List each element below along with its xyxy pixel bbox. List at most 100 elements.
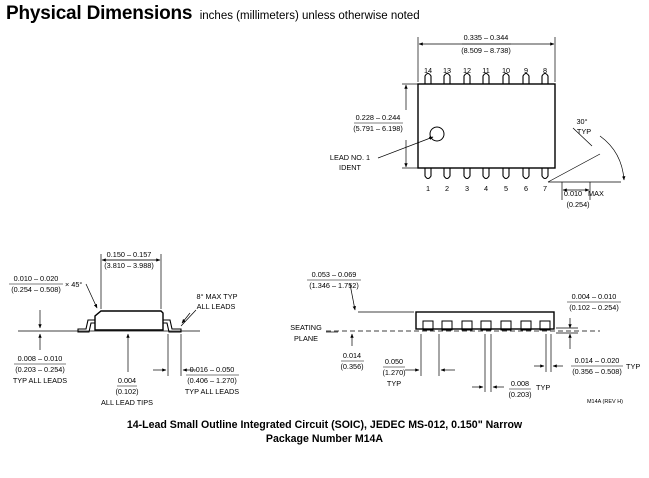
angle-typ: TYP xyxy=(577,127,591,136)
lead1-ident: IDENT xyxy=(339,163,361,172)
top-pin-number: 11 xyxy=(482,66,490,75)
standoff-inch: 0.004 – 0.010 xyxy=(572,292,617,301)
standoff-mm: (0.102 – 0.254) xyxy=(569,303,619,312)
tip-mm: (0.102) xyxy=(115,387,138,396)
bottom-pin-number: 7 xyxy=(543,184,547,193)
height-mm: (1.346 – 1.752) xyxy=(309,281,359,290)
package-body-top xyxy=(417,83,556,169)
front-leads xyxy=(422,320,551,331)
page-subtitle: inches (millimeters) unless otherwise no… xyxy=(199,10,420,22)
angle-value: 30° xyxy=(576,117,587,126)
front-lead xyxy=(441,320,453,331)
bottom-pin-number: 1 xyxy=(426,184,430,193)
seating-label: SEATING xyxy=(290,323,322,332)
right-gull-lead xyxy=(163,319,182,333)
height-inch: 0.053 – 0.069 xyxy=(312,270,357,279)
bottom-lead xyxy=(443,168,451,180)
thickness-note: TYP ALL LEADS xyxy=(13,376,67,385)
top-pin-number: 9 xyxy=(524,66,528,75)
front-lead xyxy=(500,320,512,331)
pin1-indicator xyxy=(429,126,445,142)
pitch-inch: 0.050 xyxy=(385,357,403,366)
bottom-lead xyxy=(482,168,490,180)
top-lead xyxy=(522,72,530,84)
front-lead xyxy=(480,320,492,331)
front-lead xyxy=(539,320,551,331)
tip-inch: 0.004 xyxy=(118,376,136,385)
revision-label: M14A (REV H) xyxy=(587,399,623,405)
lead-angle-leads: ALL LEADS xyxy=(197,302,236,311)
bottom-lead xyxy=(424,168,432,180)
max-mm: (0.254) xyxy=(566,200,589,209)
foot-note: TYP ALL LEADS xyxy=(185,387,239,396)
bottom-pin-number: 2 xyxy=(445,184,449,193)
caption-line-2: Package Number M14A xyxy=(265,433,384,445)
lead-thickness-typ: TYP xyxy=(536,383,550,392)
chamfer-leader xyxy=(85,283,98,309)
lead-angle-leader xyxy=(181,312,191,324)
top-leads xyxy=(424,72,549,84)
seat-inch: 0.014 xyxy=(343,351,361,360)
bottom-pin-number: 6 xyxy=(524,184,528,193)
bottom-leads xyxy=(424,168,549,180)
height-arrow-top xyxy=(349,283,356,311)
bottom-pin-number: 5 xyxy=(504,184,508,193)
page-title: Physical Dimensions xyxy=(6,3,193,24)
pitch-typ: TYP xyxy=(387,379,401,388)
length-inch: 0.335 – 0.344 xyxy=(464,33,509,42)
chamfer-angle: × 45° xyxy=(65,280,82,289)
thickness-inch: 0.008 – 0.010 xyxy=(18,354,63,363)
top-lead xyxy=(443,72,451,84)
length-mm: (8.509 – 8.738) xyxy=(461,46,511,55)
seat-mm: (0.356) xyxy=(340,362,363,371)
bottom-lead xyxy=(522,168,530,180)
package-body-side xyxy=(94,310,164,331)
top-lead xyxy=(463,72,471,84)
thickness-mm: (0.203 – 0.254) xyxy=(15,365,65,374)
bottom-pin-labels: 1 2 3 4 5 6 7 xyxy=(426,184,547,193)
bottom-pin-number: 3 xyxy=(465,184,469,193)
top-pin-number: 14 xyxy=(424,66,432,75)
lead-width-typ: TYP xyxy=(626,362,640,371)
top-lead xyxy=(482,72,490,84)
caption-line-1: 14-Lead Small Outline Integrated Circuit… xyxy=(126,419,523,431)
front-lead xyxy=(520,320,532,331)
top-lead xyxy=(502,72,510,84)
front-lead xyxy=(461,320,473,331)
side-view-left xyxy=(18,254,200,376)
top-pin-number: 8 xyxy=(543,66,547,75)
angle-arc xyxy=(599,135,626,181)
top-lead xyxy=(424,72,432,84)
bottom-lead xyxy=(541,168,549,180)
lead-thickness-mm: (0.203) xyxy=(508,390,531,399)
pitch-mm: (1.270) xyxy=(382,368,405,377)
lead-width-mm: (0.356 – 0.508) xyxy=(572,367,622,376)
chamfer-inch: 0.010 – 0.020 xyxy=(14,274,59,283)
package-body-front xyxy=(415,311,555,330)
top-pin-number: 12 xyxy=(463,66,471,75)
lead1-leader xyxy=(377,136,434,159)
tip-note: ALL LEAD TIPS xyxy=(101,398,153,407)
width-mm: (5.791 – 6.198) xyxy=(353,124,403,133)
lead-angle-label: 8° MAX TYP xyxy=(197,292,238,301)
foot-inch: 0.016 – 0.050 xyxy=(190,365,235,374)
top-pin-number: 13 xyxy=(443,66,451,75)
width-inch: 0.228 – 0.244 xyxy=(356,113,401,122)
chamfer-mm: (0.254 – 0.508) xyxy=(11,285,61,294)
bottom-pin-number: 4 xyxy=(484,184,488,193)
page-header: Physical Dimensions inches (millimeters)… xyxy=(6,3,420,25)
bottom-lead xyxy=(463,168,471,180)
lead-thickness-inch: 0.008 xyxy=(511,379,529,388)
front-lead xyxy=(422,320,434,331)
lead-width-inch: 0.014 – 0.020 xyxy=(575,356,620,365)
side-view-right xyxy=(326,283,600,392)
body-width-inch: 0.150 – 0.157 xyxy=(107,250,152,259)
max-label: MAX xyxy=(588,189,604,198)
seating-plane-label: PLANE xyxy=(294,334,318,343)
foot-mm: (0.406 – 1.270) xyxy=(187,376,237,385)
max-inch: 0.010 xyxy=(564,189,582,198)
top-lead xyxy=(541,72,549,84)
left-gull-lead xyxy=(77,319,95,333)
